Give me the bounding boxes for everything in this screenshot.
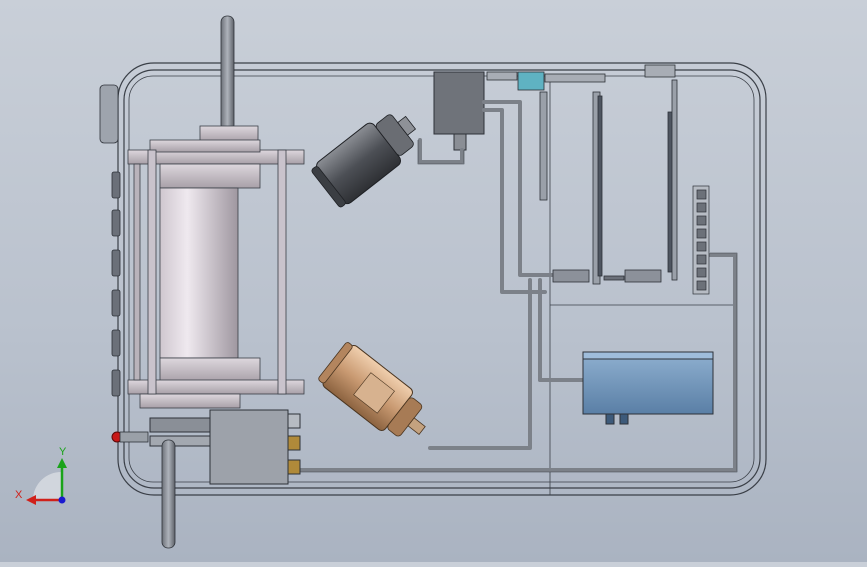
coordinate-triad: Y X <box>15 446 67 505</box>
gray-motor[interactable] <box>309 102 426 209</box>
junction-box[interactable] <box>433 71 485 151</box>
red-knob[interactable] <box>111 431 149 443</box>
x-axis-label: X <box>15 489 23 501</box>
top-antenna[interactable] <box>220 15 235 132</box>
hinge-bumps <box>99 84 121 397</box>
enclosure-outline[interactable] <box>117 62 767 496</box>
circuit-boards[interactable] <box>486 64 678 285</box>
vertical-cylinder[interactable] <box>127 125 305 409</box>
x-arrowhead <box>26 495 36 505</box>
blue-module[interactable] <box>582 351 714 425</box>
pipe-edges <box>300 140 738 473</box>
bronze-motor[interactable] <box>316 340 438 451</box>
bottom-antenna[interactable] <box>161 439 176 549</box>
valve-block[interactable] <box>149 409 301 485</box>
y-arrowhead <box>57 458 67 468</box>
z-axis-dot <box>58 496 66 504</box>
pipes <box>173 100 737 472</box>
y-axis-label: Y <box>59 446 67 458</box>
terminal-strip[interactable] <box>692 185 710 295</box>
